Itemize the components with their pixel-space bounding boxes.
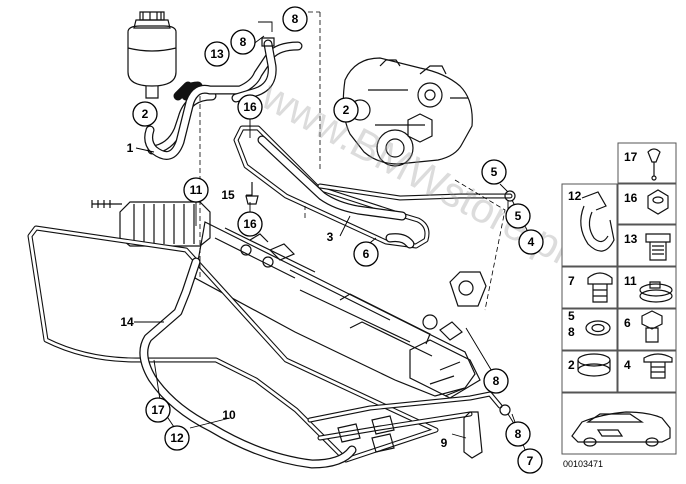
- legend-cell-6[interactable]: 6: [617, 308, 677, 351]
- svg-text:13: 13: [210, 47, 224, 61]
- callout-16-top[interactable]: 16: [237, 94, 263, 120]
- clamp-band-icon: [577, 353, 611, 377]
- svg-text:7: 7: [568, 274, 575, 288]
- screw-icon: [643, 353, 673, 379]
- legend-cell-4[interactable]: 4: [617, 350, 677, 393]
- hose-clip-icon: [639, 281, 673, 303]
- svg-text:11: 11: [624, 274, 637, 288]
- callout-8-hose[interactable]: 8: [230, 29, 256, 55]
- svg-text:8: 8: [568, 325, 575, 339]
- svg-text:17: 17: [151, 403, 165, 417]
- svg-text:2: 2: [142, 107, 149, 121]
- callout-1[interactable]: 1: [127, 141, 134, 155]
- callout-6[interactable]: 6: [353, 241, 379, 267]
- callout-5-pipe[interactable]: 5: [505, 203, 531, 229]
- legend-cell-7[interactable]: 7: [561, 266, 618, 309]
- callout-5-top[interactable]: 5: [481, 159, 507, 185]
- svg-text:8: 8: [493, 374, 500, 388]
- svg-text:5: 5: [515, 209, 522, 223]
- svg-text:2: 2: [568, 358, 575, 372]
- power-steering-pump[interactable]: [342, 57, 473, 167]
- hex-bolt-icon: [641, 310, 663, 343]
- fluid-reservoir[interactable]: [127, 11, 177, 99]
- svg-text:4: 4: [528, 235, 535, 249]
- svg-text:16: 16: [243, 217, 257, 231]
- svg-text:8: 8: [515, 427, 522, 441]
- diagram-code: 00103471: [563, 459, 603, 469]
- callout-10[interactable]: 10: [222, 408, 236, 422]
- feed-hose-13[interactable]: [231, 37, 277, 103]
- cooling-loop-14[interactable]: [27, 225, 439, 463]
- callout-16-fitting[interactable]: 16: [237, 211, 263, 237]
- return-pipe-9[interactable]: [307, 391, 511, 459]
- legend-cell-13[interactable]: 13: [617, 224, 677, 267]
- svg-text:2: 2: [343, 103, 350, 117]
- callout-11[interactable]: 11: [183, 177, 209, 203]
- fitting-15[interactable]: [245, 182, 259, 205]
- callout-8-bottom[interactable]: 8: [505, 421, 531, 447]
- svg-text:6: 6: [624, 316, 631, 330]
- callout-13[interactable]: 13: [204, 41, 230, 67]
- legend-cell-12[interactable]: 12: [561, 183, 618, 267]
- callout-15[interactable]: 15: [221, 188, 235, 202]
- callout-3[interactable]: 3: [327, 230, 334, 244]
- svg-text:5: 5: [491, 165, 498, 179]
- hex-nut-icon: [647, 189, 669, 215]
- svg-text:8: 8: [240, 35, 247, 49]
- svg-text:16: 16: [243, 100, 257, 114]
- legend-cell-11[interactable]: 11: [617, 266, 677, 309]
- callout-8-rack[interactable]: 8: [483, 368, 509, 394]
- parts-legend: 17 12 16 13: [561, 142, 677, 469]
- svg-text:7: 7: [527, 454, 534, 468]
- callout-17[interactable]: 17: [145, 397, 171, 423]
- legend-cell-2[interactable]: 2: [561, 350, 618, 393]
- svg-text:6: 6: [363, 247, 370, 261]
- callout-12[interactable]: 12: [164, 425, 190, 451]
- pressure-pipe-5[interactable]: [317, 183, 516, 202]
- svg-text:17: 17: [624, 150, 638, 164]
- seal-ring-icon: [585, 320, 611, 336]
- callout-2-reservoir[interactable]: 2: [132, 101, 158, 127]
- callout-9[interactable]: 9: [441, 436, 448, 450]
- svg-text:4: 4: [624, 358, 631, 372]
- car-icon: [571, 411, 671, 447]
- callout-2-pump[interactable]: 2: [333, 97, 359, 123]
- banjo-bolt-icon: [587, 272, 613, 303]
- legend-cell-17[interactable]: 17: [617, 142, 677, 184]
- callout-8-top[interactable]: 8: [282, 6, 308, 32]
- hollow-bolt-icon: [645, 233, 671, 261]
- svg-text:5: 5: [568, 309, 575, 323]
- legend-cell-5-8[interactable]: 5 8: [561, 308, 618, 351]
- hose-clamp-icon: [580, 191, 615, 252]
- callout-4[interactable]: 4: [518, 229, 544, 255]
- legend-cell-16[interactable]: 16: [617, 183, 677, 225]
- vehicle-location-thumbnail[interactable]: [561, 392, 677, 455]
- return-hose-10[interactable]: [139, 257, 357, 469]
- svg-text:13: 13: [624, 232, 638, 246]
- expansion-hose-3[interactable]: [233, 125, 430, 249]
- clip-icon: [647, 148, 661, 181]
- callouts: 8 13 8 2 2 16 1 11 15 16 3 6 5 5 4 14 8 …: [120, 6, 544, 474]
- callout-7[interactable]: 7: [517, 448, 543, 474]
- svg-text:11: 11: [190, 183, 203, 197]
- callout-14[interactable]: 14: [120, 315, 134, 329]
- svg-text:16: 16: [624, 191, 638, 205]
- svg-text:8: 8: [292, 12, 299, 26]
- svg-text:12: 12: [170, 431, 184, 445]
- svg-text:12: 12: [568, 189, 582, 203]
